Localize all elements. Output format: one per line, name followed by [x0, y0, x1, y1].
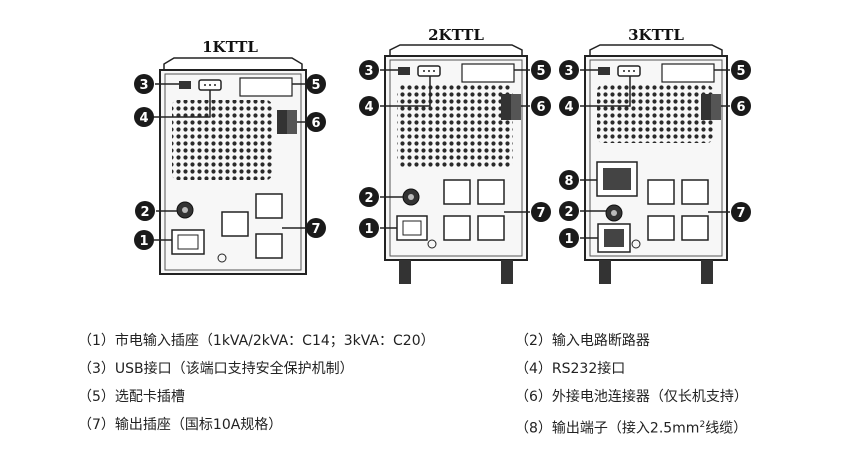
callout-1: [359, 218, 379, 238]
callout-3: [359, 60, 379, 80]
vent-grille: [597, 85, 713, 143]
callout-5: [306, 74, 326, 94]
callout-8: [559, 170, 579, 190]
svg-text:5: 5: [536, 64, 545, 79]
unit-1ktt-l: 1KTTL: [134, 38, 326, 275]
svg-text:8: 8: [564, 174, 573, 189]
output-socket-icon: [647, 215, 675, 241]
svg-text:3: 3: [564, 64, 573, 79]
output-socket-icon: [477, 179, 505, 205]
callout-2: [359, 187, 379, 207]
output-socket-icon: [681, 215, 709, 241]
unit-title: 1KTTL: [202, 38, 258, 56]
output-socket-icon: [647, 179, 675, 205]
callout-4: [559, 96, 579, 116]
callout-2: [135, 201, 155, 221]
callout-7: [731, 202, 751, 222]
svg-text:2: 2: [364, 191, 373, 206]
svg-text:7: 7: [311, 222, 320, 237]
svg-text:4: 4: [139, 111, 148, 126]
legend-item-1: （1）市电输入插座（1kVA/2kVA：C14；3kVA：C20）: [78, 333, 435, 349]
battery-connector-icon: [701, 94, 711, 120]
svg-text:7: 7: [536, 206, 545, 221]
battery-connector-icon: [501, 94, 511, 120]
unit-2ktt-l: 2KTTL: [359, 26, 551, 284]
battery-connector-icon: [277, 110, 287, 134]
legend-item-3: （3）USB接口（该端口支持安全保护机制）: [78, 361, 354, 377]
legend-item-8-suffix: 线缆）: [705, 420, 748, 437]
output-socket-icon: [443, 215, 471, 241]
callout-7: [306, 218, 326, 238]
output-socket-icon: [255, 193, 283, 219]
output-socket-icon: [681, 179, 709, 205]
ups-rear-panel-diagram: 1KTTL: [134, 26, 751, 284]
output-socket-icon: [221, 211, 249, 237]
svg-text:1: 1: [364, 222, 373, 237]
option-card-slot: [661, 63, 715, 83]
callout-6: [731, 96, 751, 116]
svg-text:1: 1: [564, 232, 573, 247]
svg-text:1: 1: [139, 234, 148, 249]
usb-port-icon: [179, 81, 191, 89]
svg-text:5: 5: [311, 78, 320, 93]
svg-text:4: 4: [364, 100, 373, 115]
legend-item-5: （5）选配卡插槽: [78, 389, 185, 405]
legend-item-2: （2）输入电路断路器: [515, 333, 650, 349]
callout-4: [134, 107, 154, 127]
ups-diagram-svg: 1KTTL: [134, 26, 751, 284]
callout-7: [531, 202, 551, 222]
vent-grille: [172, 100, 272, 180]
svg-text:6: 6: [736, 100, 745, 115]
svg-text:6: 6: [536, 100, 545, 115]
svg-text:7: 7: [736, 206, 745, 221]
svg-text:4: 4: [564, 100, 573, 115]
callout-6: [306, 112, 326, 132]
legend-item-8-text: （8）输出端子（接入2.5mm: [515, 420, 700, 437]
svg-text:2: 2: [564, 205, 573, 220]
legend-item-8: （8）输出端子（接入2.5mm2线缆）: [515, 416, 747, 438]
svg-text:2: 2: [140, 205, 149, 220]
callout-6: [531, 96, 551, 116]
output-socket-icon: [255, 233, 283, 259]
callout-2: [559, 201, 579, 221]
unit-title: 3KTTL: [628, 26, 684, 44]
option-card-slot: [461, 63, 515, 83]
callout-5: [731, 60, 751, 80]
output-socket-icon: [477, 215, 505, 241]
vent-grille: [397, 85, 513, 167]
callout-3: [134, 74, 154, 94]
svg-text:5: 5: [736, 64, 745, 79]
callout-3: [559, 60, 579, 80]
callout-5: [531, 60, 551, 80]
legend-item-4: （4）RS232接口: [515, 361, 626, 377]
callout-1: [559, 228, 579, 248]
legend-item-8-sup: 2: [699, 420, 706, 430]
usb-port-icon: [398, 67, 410, 75]
unit-3ktt-l: 3KTTL: [559, 26, 751, 284]
legend: （1）市电输入插座（1kVA/2kVA：C14；3kVA：C20） （2）输入电…: [0, 318, 860, 468]
legend-item-7: （7）输出插座（国标10A规格）: [78, 417, 283, 433]
svg-text:3: 3: [139, 78, 148, 93]
option-card-slot: [239, 77, 293, 97]
usb-port-icon: [598, 67, 610, 75]
callout-1: [134, 230, 154, 250]
svg-text:6: 6: [311, 116, 320, 131]
unit-title: 2KTTL: [428, 26, 484, 44]
legend-item-6: （6）外接电池连接器（仅长机支持）: [515, 389, 748, 405]
callout-4: [359, 96, 379, 116]
svg-text:3: 3: [364, 64, 373, 79]
output-socket-icon: [443, 179, 471, 205]
